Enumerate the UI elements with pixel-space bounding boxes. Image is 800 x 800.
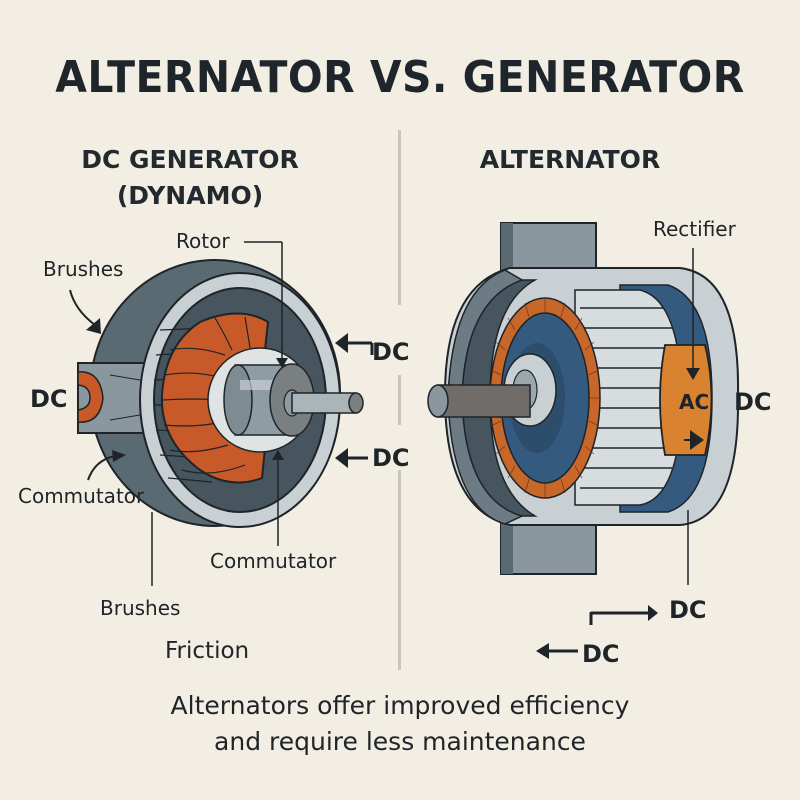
dc-right-label: DC: [734, 388, 772, 416]
footer-line2: and require less maintenance: [214, 727, 586, 756]
dc-generator-heading: DC GENERATOR (DYNAMO): [40, 142, 340, 214]
friction-label: Friction: [165, 638, 250, 664]
commutator-left-label: Commutator: [18, 484, 145, 508]
brushes-bottom-label: Brushes: [100, 596, 181, 620]
divider-bottom: [398, 470, 401, 670]
page-title: ALTERNATOR VS. GENERATOR: [55, 52, 745, 103]
dc-arrow-bottom-label: DC: [372, 444, 410, 472]
footer-line1: Alternators offer improved efficiency: [170, 691, 630, 720]
divider-middle: [398, 375, 401, 425]
dc-generator-heading-line1: DC GENERATOR: [81, 145, 299, 174]
footer-caption: Alternators offer improved efficiency an…: [0, 688, 800, 760]
dc-bottom-label: DC: [582, 640, 620, 668]
ac-label: AC: [679, 390, 710, 414]
brushes-top-label: Brushes: [43, 257, 124, 281]
dc-generator-heading-line2: (DYNAMO): [116, 181, 264, 210]
dc-left-label: DC: [30, 385, 68, 413]
rotor-label: Rotor: [176, 229, 230, 253]
alternator-heading: ALTERNATOR: [479, 145, 661, 174]
dc-arrow-top-label: DC: [372, 338, 410, 366]
divider-top: [398, 130, 401, 305]
dc-lower-label: DC: [669, 596, 707, 624]
commutator-bottom-label: Commutator: [210, 549, 337, 573]
rectifier-label: Rectifier: [653, 217, 736, 241]
